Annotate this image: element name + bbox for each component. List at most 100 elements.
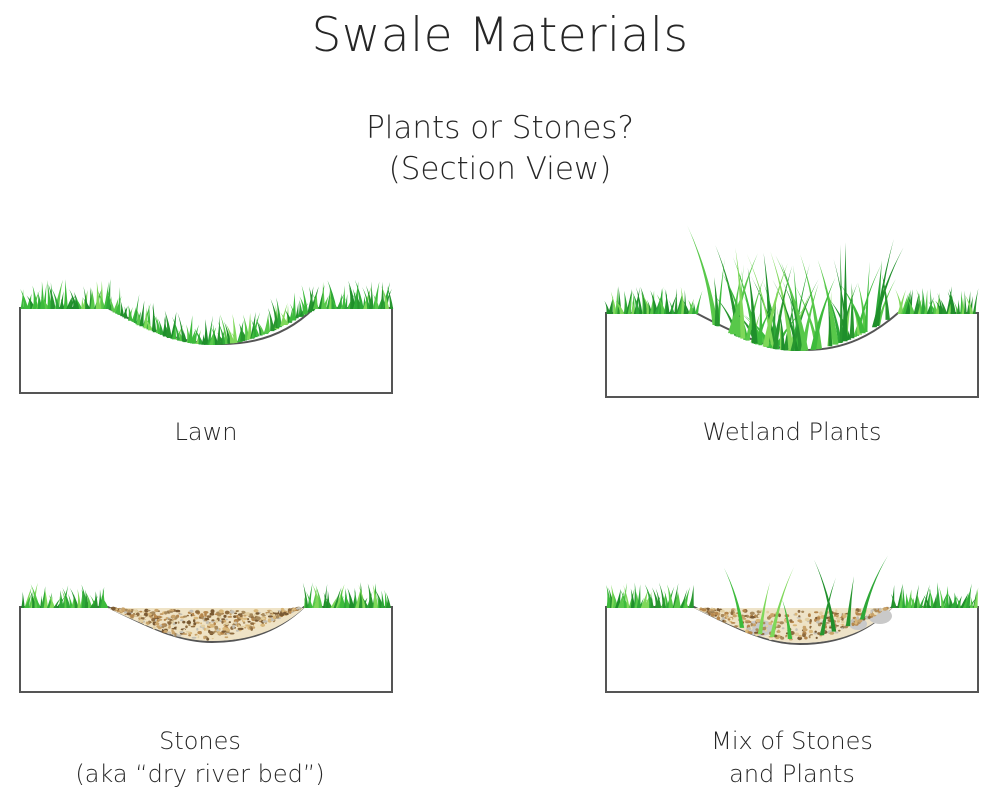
stone: [829, 631, 835, 635]
stone: [786, 636, 789, 641]
grass-blade: [762, 262, 788, 347]
grass-blade: [251, 312, 261, 338]
stone: [138, 619, 144, 623]
stone: [734, 625, 738, 628]
grass-blade: [133, 294, 140, 324]
stone: [240, 610, 246, 615]
stone: [141, 615, 146, 618]
grass-blade: [194, 328, 204, 345]
grass-blade: [171, 323, 177, 340]
grass-blade: [676, 591, 681, 608]
stone: [775, 621, 781, 624]
grass-blade: [873, 260, 882, 327]
stone: [267, 615, 273, 618]
grass-blade: [973, 587, 979, 608]
grass-blade: [674, 288, 678, 314]
stone: [167, 621, 172, 625]
grass-blade: [650, 290, 659, 314]
stone: [750, 622, 753, 627]
stone: [239, 627, 244, 631]
stone: [206, 615, 212, 618]
grass-blade: [694, 290, 703, 314]
grass-blade: [938, 586, 945, 608]
grass-blade: [68, 593, 74, 608]
grass-blade: [136, 308, 142, 326]
diagram-subtitle: Plants or Stones? (Section View): [0, 108, 1000, 190]
grass-blade: [630, 588, 636, 608]
grass-blade: [333, 587, 342, 608]
grass-blade: [84, 589, 89, 608]
stone: [221, 620, 224, 624]
stone: [229, 632, 235, 635]
caption-mix-line-1: Mix of Stones: [711, 727, 873, 755]
dry-river-bed-stones: [108, 606, 304, 641]
grass-blade: [329, 296, 338, 309]
stones-section: [19, 582, 393, 693]
stone: [123, 611, 128, 614]
stone: [234, 612, 238, 615]
grass-blade: [340, 592, 346, 608]
stone: [183, 629, 186, 632]
grass-blade: [315, 584, 323, 608]
grass-blade: [270, 298, 280, 329]
stone: [746, 614, 749, 618]
stone: [157, 618, 163, 621]
stone: [229, 610, 235, 614]
stone: [720, 613, 725, 618]
stone: [249, 613, 253, 616]
stone: [836, 617, 842, 621]
grass-blade: [43, 588, 48, 608]
grass-blade: [823, 284, 843, 344]
stone: [224, 622, 230, 625]
grass-blade: [936, 582, 941, 608]
grass-blade: [635, 286, 643, 314]
grass-blade: [949, 288, 956, 314]
stone: [177, 621, 180, 624]
stone: [718, 612, 721, 616]
grass-blade: [672, 583, 679, 608]
grass-blade: [928, 586, 935, 608]
stone: [867, 610, 871, 615]
stone: [171, 614, 176, 619]
grass-blade: [100, 588, 106, 608]
grass-blade: [327, 280, 337, 309]
grass-blade: [162, 316, 168, 337]
grass-blade: [69, 587, 79, 608]
grass-blade: [321, 281, 325, 309]
stone: [769, 614, 775, 618]
grass-blade: [668, 300, 675, 314]
grass-blade: [58, 590, 64, 608]
grass-blade: [105, 279, 111, 309]
grass-blade: [24, 594, 32, 608]
grass-blade: [21, 591, 25, 608]
caption-wetland-line-1: Wetland Plants: [702, 418, 882, 446]
stone: [214, 613, 219, 616]
grass-blade: [372, 281, 380, 309]
stone: [801, 620, 806, 622]
grass-blade: [69, 289, 78, 309]
stone: [203, 611, 209, 614]
grass-blade: [681, 589, 688, 608]
grass-blade: [681, 299, 690, 314]
caption-lawn-line-1: Lawn: [174, 418, 238, 446]
grass-blade: [40, 297, 50, 309]
grass-blade: [139, 300, 145, 327]
grass-blade: [667, 584, 674, 608]
stone: [132, 611, 135, 614]
grass-blade: [855, 262, 883, 336]
grass-blade: [40, 586, 46, 608]
stone: [808, 629, 814, 634]
stone: [855, 612, 859, 615]
grass-blade: [745, 277, 765, 341]
caption-lawn: Lawn: [20, 416, 392, 449]
mix-plants: [606, 555, 979, 639]
grass-blade: [631, 300, 636, 314]
grass-blade: [171, 316, 181, 341]
grass-blade: [757, 582, 770, 635]
stone: [164, 612, 167, 615]
grass-blade: [864, 261, 870, 332]
stone: [225, 618, 228, 621]
stone: [841, 620, 845, 624]
grass-blade: [53, 596, 62, 608]
stone: [794, 612, 798, 616]
